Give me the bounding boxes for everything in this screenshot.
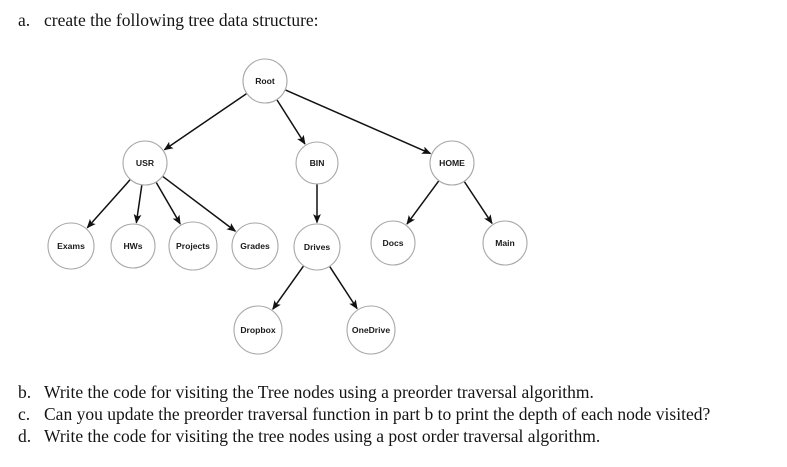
tree-node-circle bbox=[231, 222, 279, 270]
tree-edge-layer bbox=[86, 89, 493, 310]
tree-node-label: Main bbox=[495, 238, 515, 248]
list-text: create the following tree data structure… bbox=[44, 10, 319, 30]
tree-node-circle bbox=[242, 58, 288, 104]
tree-edge-usr-to-grades bbox=[162, 175, 237, 232]
tree-node-docs[interactable]: Docs bbox=[370, 220, 416, 266]
tree-node-hws[interactable]: HWs bbox=[110, 223, 156, 269]
tree-node-circle bbox=[110, 223, 156, 269]
list-marker: a. bbox=[18, 10, 31, 30]
tree-node-drives[interactable]: Drives bbox=[293, 223, 341, 271]
tree-node-grades[interactable]: Grades bbox=[231, 222, 279, 270]
tree-edge-root-to-bin bbox=[276, 99, 306, 145]
tree-edge-root-to-home bbox=[285, 89, 432, 155]
tree-edge-usr-to-projects bbox=[155, 182, 181, 225]
list-item: d. Write the code for visiting the tree … bbox=[0, 426, 787, 447]
tree-edge-usr-to-exams bbox=[86, 179, 131, 229]
tree-node-circle bbox=[346, 305, 396, 355]
tree-edge-root-to-usr bbox=[163, 93, 247, 151]
tree-node-label: Projects bbox=[176, 241, 210, 251]
tree-edge-drives-to-dropbox bbox=[272, 265, 304, 310]
list-marker: c. bbox=[18, 404, 31, 424]
tree-edge-home-to-main bbox=[463, 181, 493, 225]
tree-node-label: Grades bbox=[240, 241, 270, 251]
tree-node-label: HOME bbox=[439, 158, 465, 168]
tree-node-projects[interactable]: Projects bbox=[168, 221, 218, 271]
tree-node-label: Dropbox bbox=[240, 325, 276, 335]
tree-node-exams[interactable]: Exams bbox=[47, 222, 95, 270]
tree-node-circle bbox=[122, 140, 168, 186]
tree-node-label: Docs bbox=[382, 238, 403, 248]
tree-edge-drives-to-onedrive bbox=[329, 266, 358, 310]
list-item: b. Write the code for visiting the Tree … bbox=[0, 382, 787, 403]
tree-node-usr[interactable]: USR bbox=[122, 140, 168, 186]
tree-node-label: OneDrive bbox=[352, 325, 390, 335]
tree-node-onedrive[interactable]: OneDrive bbox=[346, 305, 396, 355]
tree-node-label: USR bbox=[136, 158, 155, 168]
tree-node-label: BIN bbox=[310, 158, 325, 168]
question-list-bottom: b. Write the code for visiting the Tree … bbox=[0, 382, 787, 448]
list-text: Can you update the preorder traversal fu… bbox=[44, 404, 711, 424]
tree-node-label: HWs bbox=[123, 241, 142, 251]
tree-node-dropbox[interactable]: Dropbox bbox=[233, 305, 283, 355]
tree-node-circle bbox=[168, 221, 218, 271]
question-list-top: a. create the following tree data struct… bbox=[0, 10, 787, 31]
tree-node-circle bbox=[47, 222, 95, 270]
tree-node-bin[interactable]: BIN bbox=[295, 141, 339, 185]
tree-node-circle bbox=[482, 220, 528, 266]
tree-node-root[interactable]: Root bbox=[242, 58, 288, 104]
tree-node-circle bbox=[233, 305, 283, 355]
tree-node-circle bbox=[370, 220, 416, 266]
tree-node-circle bbox=[293, 223, 341, 271]
list-marker: d. bbox=[18, 426, 32, 446]
list-item: a. create the following tree data struct… bbox=[0, 10, 787, 31]
tree-edge-usr-to-hws bbox=[133, 185, 143, 224]
tree-node-home[interactable]: HOME bbox=[429, 140, 475, 186]
tree-node-circle bbox=[295, 141, 339, 185]
list-item: c. Can you update the preorder traversal… bbox=[0, 404, 787, 425]
tree-node-label: Root bbox=[255, 76, 275, 86]
tree-node-label: Exams bbox=[57, 241, 85, 251]
tree-node-label: Drives bbox=[304, 242, 330, 252]
tree-edge-home-to-docs bbox=[406, 180, 440, 225]
list-text: Write the code for visiting the Tree nod… bbox=[44, 382, 594, 402]
tree-node-circle bbox=[429, 140, 475, 186]
list-text: Write the code for visiting the tree nod… bbox=[44, 426, 601, 446]
list-marker: b. bbox=[18, 382, 32, 402]
tree-node-main[interactable]: Main bbox=[482, 220, 528, 266]
